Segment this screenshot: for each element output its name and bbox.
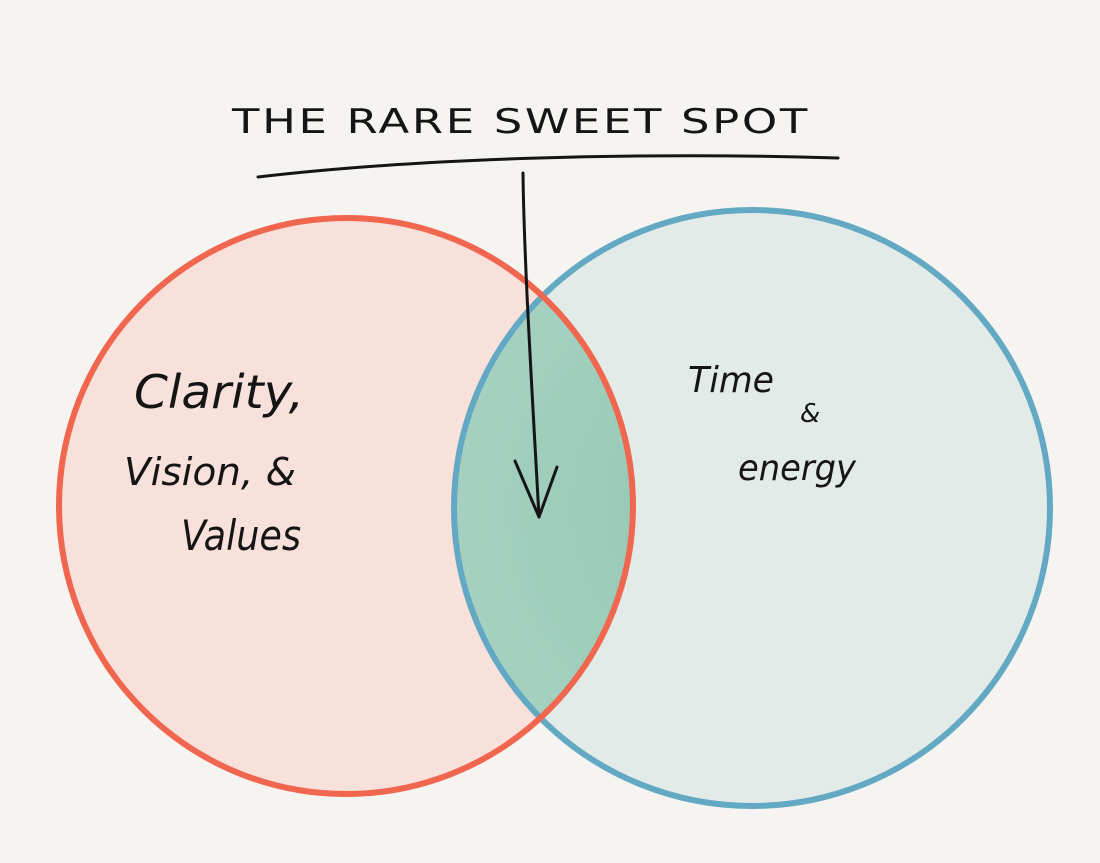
right-label-line-2: & bbox=[800, 399, 820, 429]
right-label-line-3: energy bbox=[738, 448, 857, 489]
left-label-line-1: Clarity, bbox=[134, 365, 304, 419]
diagram-title: THE RARE SWEET SPOT bbox=[231, 102, 810, 142]
title-underline bbox=[256, 154, 840, 179]
arrow-head-icon bbox=[513, 459, 559, 519]
right-circle-fill bbox=[454, 210, 1050, 806]
right-label-line-1: Time bbox=[688, 360, 774, 401]
arrow-shaft bbox=[521, 171, 541, 519]
left-label-line-3: Values bbox=[181, 511, 301, 560]
right-circle-outline bbox=[451, 207, 1053, 809]
left-circle-outline bbox=[56, 215, 636, 797]
left-label-line-2: Vision, & bbox=[124, 450, 296, 494]
